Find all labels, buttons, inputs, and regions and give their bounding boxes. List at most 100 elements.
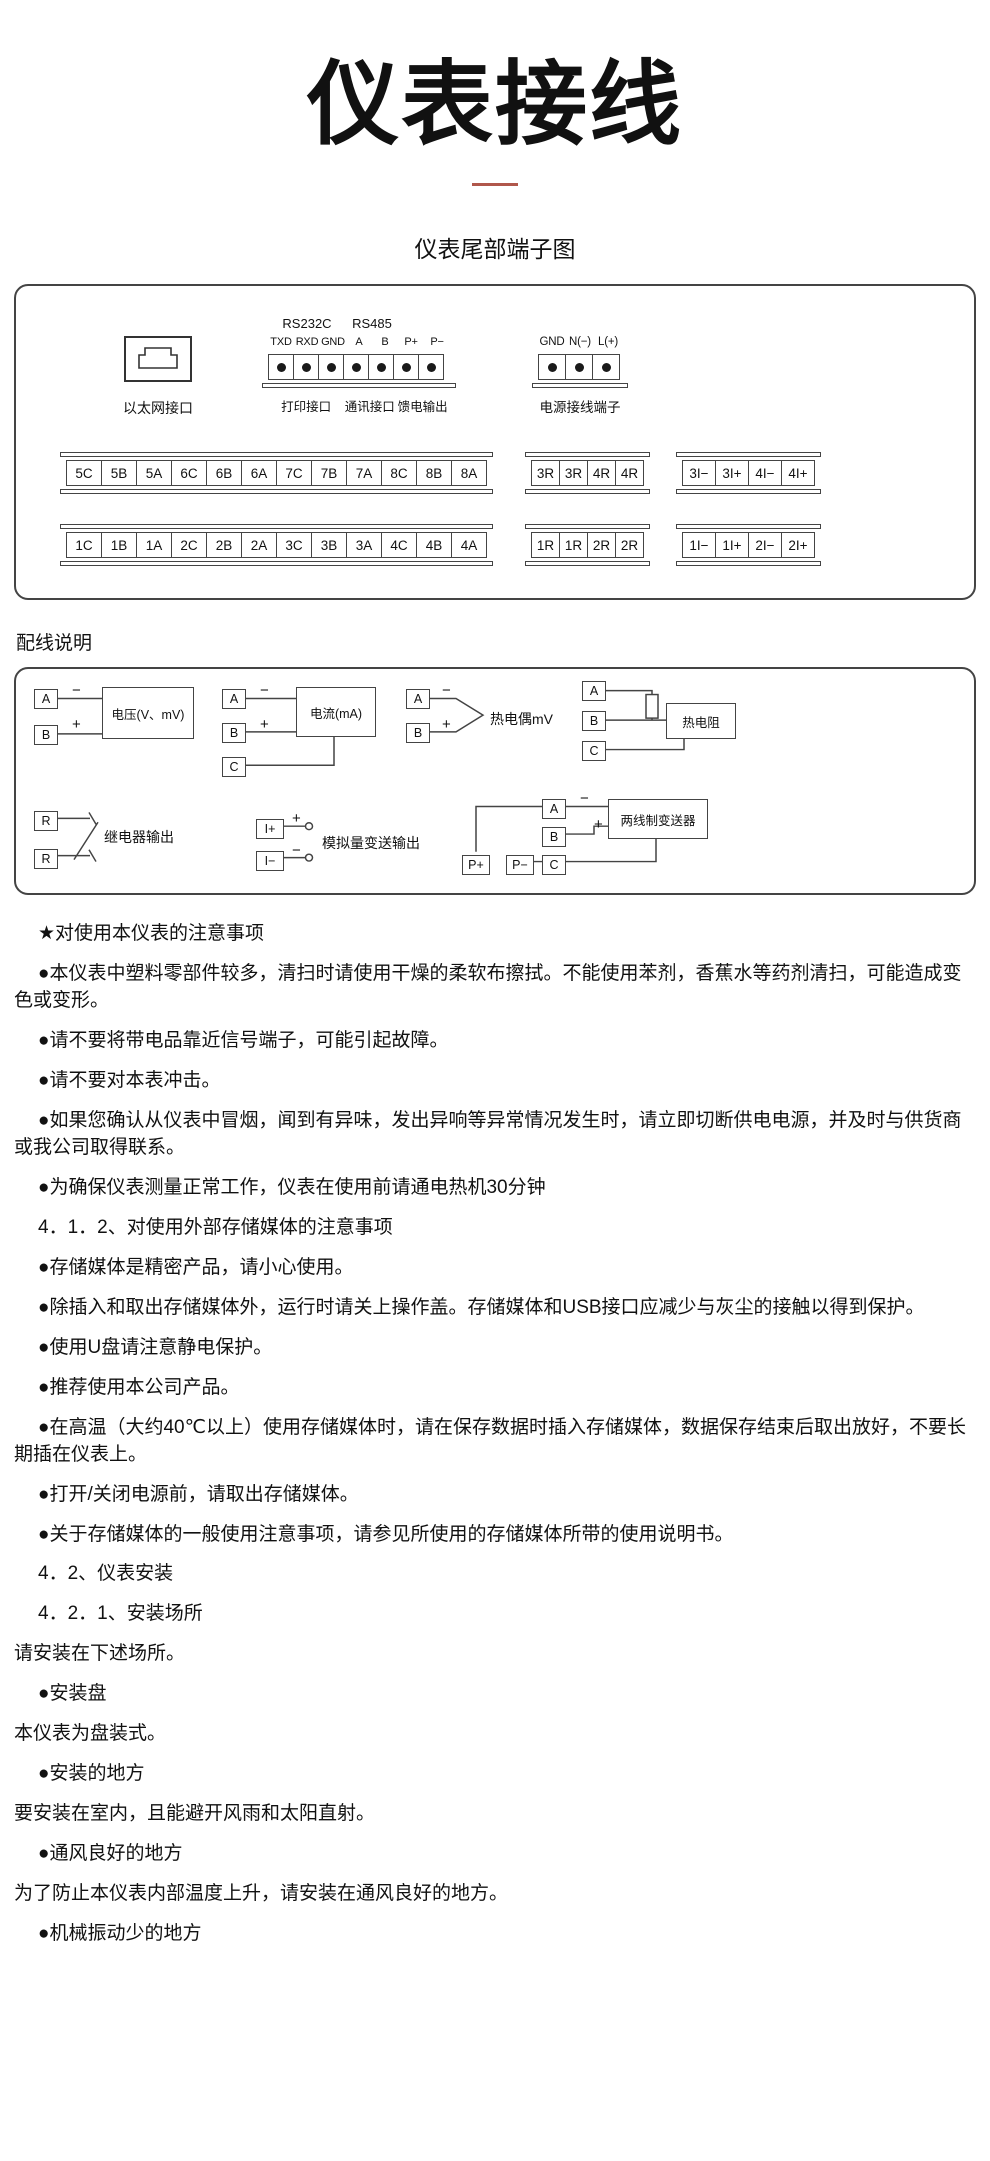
wiring-pin: R bbox=[34, 849, 58, 869]
wiring-panel: A B − + 电压(V、mV) A B C − + 电流(mA) A B − … bbox=[14, 667, 976, 895]
notes-section: ★对使用本仪表的注意事项 ●本仪表中塑料零部件较多，清扫时请使用干燥的柔软布擦拭… bbox=[14, 921, 976, 1948]
wiring-pin: B bbox=[34, 725, 58, 745]
terminal-cell: 4B bbox=[416, 532, 452, 558]
screw-dot-icon bbox=[351, 362, 361, 372]
terminal-cell: 2A bbox=[241, 532, 277, 558]
strip-rail bbox=[60, 489, 493, 494]
print-port-label: 打印接口 bbox=[281, 400, 332, 414]
terminal-cell: 6C bbox=[171, 460, 207, 486]
terminal-cell: 5C bbox=[66, 460, 102, 486]
minus-sign: − bbox=[260, 682, 269, 699]
note-line: 为了防止本仪表内部温度上升，请安装在通风良好的地方。 bbox=[14, 1883, 509, 1905]
comm-pin-label: P+ bbox=[404, 336, 418, 348]
strip-rail bbox=[676, 452, 821, 457]
terminal-cell: 1R bbox=[531, 532, 560, 558]
wiring-pin: R bbox=[34, 811, 58, 831]
rtd-load-box: 热电阻 bbox=[666, 703, 736, 739]
minus-sign: − bbox=[72, 682, 81, 699]
strip-rail bbox=[60, 561, 493, 566]
plus-sign: + bbox=[260, 716, 269, 733]
note-line: ●使用U盘请注意静电保护。 bbox=[38, 1336, 273, 1358]
terminal-cell: 7B bbox=[311, 460, 347, 486]
terminal-cell: 6B bbox=[206, 460, 242, 486]
page-title: 仪表接线 bbox=[306, 54, 683, 156]
comm-pin-label: TXD bbox=[270, 336, 292, 348]
power-pin-label: N(−) bbox=[569, 336, 591, 348]
comm-pin-label: A bbox=[355, 336, 363, 348]
note-line: ●打开/关闭电源前，请取出存储媒体。 bbox=[38, 1483, 359, 1505]
page: 仪表接线 仪表尾部端子图 以太网接口 RS232C RS485 T bbox=[0, 30, 990, 1948]
terminal-cell: 3R bbox=[531, 460, 560, 486]
terminal-cell: 5B bbox=[101, 460, 137, 486]
terminal-screw bbox=[293, 354, 319, 380]
minus-sign: − bbox=[292, 842, 301, 859]
note-line: ●安装盘 bbox=[38, 1683, 107, 1705]
screw-dot-icon bbox=[326, 362, 336, 372]
power-connector bbox=[538, 354, 622, 380]
terminal-cell: 8C bbox=[381, 460, 417, 486]
connector-rail bbox=[262, 383, 456, 388]
bus-labels: RS232C RS485 bbox=[268, 316, 450, 336]
terminal-cell: 4C bbox=[381, 532, 417, 558]
wiring-pin: B bbox=[222, 723, 246, 743]
terminal-cell: 8A bbox=[451, 460, 487, 486]
feed-output-label: 馈电输出 bbox=[397, 400, 448, 414]
screw-dot-icon bbox=[376, 362, 386, 372]
wiring-pin: A bbox=[222, 689, 246, 709]
strip-rail bbox=[60, 524, 493, 529]
wiring-section-label: 配线说明 bbox=[16, 633, 93, 654]
terminal-cell: 2R bbox=[615, 532, 644, 558]
screw-dot-icon bbox=[601, 362, 611, 372]
ethernet-label: 以太网接口 bbox=[123, 400, 193, 416]
voltage-load-box: 电压(V、mV) bbox=[102, 687, 194, 739]
screw-dot-icon bbox=[401, 362, 411, 372]
screw-dot-icon bbox=[547, 362, 557, 372]
note-line: 4．2．1、安装场所 bbox=[38, 1603, 203, 1625]
terminal-cell: 3A bbox=[346, 532, 382, 558]
note-line: 本仪表为盘装式。 bbox=[14, 1723, 167, 1745]
screw-dot-icon bbox=[301, 362, 311, 372]
terminal-cell: 1I− bbox=[682, 532, 716, 558]
comm-port-label: 通讯接口 bbox=[344, 400, 395, 414]
ethernet-port-block: 以太网接口 bbox=[112, 316, 204, 418]
note-line: ●关于存储媒体的一般使用注意事项，请参见所使用的存储媒体所带的使用说明书。 bbox=[38, 1523, 734, 1545]
terminal-cell: 2I+ bbox=[781, 532, 815, 558]
plus-sign: + bbox=[594, 816, 603, 833]
title-divider bbox=[472, 183, 518, 186]
plus-sign: + bbox=[72, 716, 81, 733]
note-line: ●请不要将带电品靠近信号端子，可能引起故障。 bbox=[38, 1029, 449, 1051]
wiring-pin: C bbox=[542, 855, 566, 875]
note-line: ●通风良好的地方 bbox=[38, 1843, 183, 1865]
wiring-pin: A bbox=[582, 681, 606, 701]
terminal-strip-lower-current: 1I−1I+2I−2I+ bbox=[676, 524, 821, 566]
wiring-pin: B bbox=[582, 711, 606, 731]
note-line: 4．1．2、对使用外部存储媒体的注意事项 bbox=[38, 1216, 393, 1238]
terminal-strip-upper-current: 3I−3I+4I−4I+ bbox=[676, 452, 821, 494]
current-load-box: 电流(mA) bbox=[296, 687, 376, 737]
analog-output-label: 模拟量变送输出 bbox=[322, 835, 420, 851]
terminal-cell: 4R bbox=[615, 460, 644, 486]
terminal-screw bbox=[368, 354, 394, 380]
note-line: ●为确保仪表测量正常工作，仪表在使用前请通电热机30分钟 bbox=[38, 1176, 546, 1198]
comm-port-labels: 打印接口 通讯接口 馈电输出 bbox=[268, 396, 450, 415]
screw-dot-icon bbox=[574, 362, 584, 372]
wiring-pin: C bbox=[582, 741, 606, 761]
note-line: 请安装在下述场所。 bbox=[14, 1643, 186, 1665]
power-terminal-label: 电源接线端子 bbox=[539, 400, 621, 415]
rs232c-label: RS232C bbox=[282, 316, 332, 331]
terminal-cell: 1B bbox=[101, 532, 137, 558]
comm-pin-label: B bbox=[381, 336, 389, 348]
terminal-cell: 2I− bbox=[748, 532, 782, 558]
terminal-screw bbox=[592, 354, 620, 380]
terminal-cell: 1I+ bbox=[715, 532, 749, 558]
terminal-cell: 4R bbox=[587, 460, 616, 486]
terminal-cell: 5A bbox=[136, 460, 172, 486]
note-line: ●安装的地方 bbox=[38, 1763, 145, 1785]
